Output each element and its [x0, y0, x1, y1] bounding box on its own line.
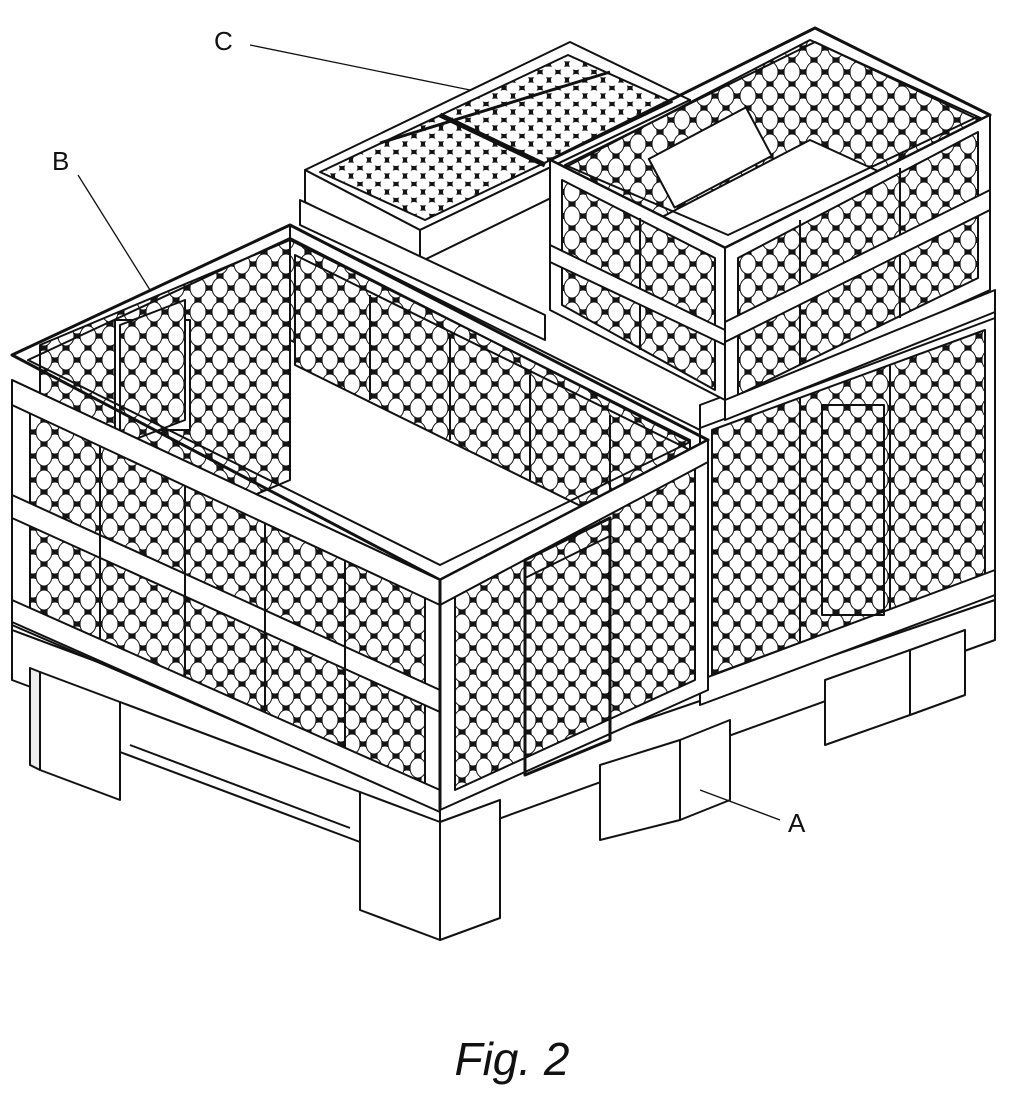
figure-caption: Fig. 2 [454, 1033, 570, 1085]
leader-lines [77, 44, 781, 821]
right-upper-crate [548, 26, 996, 421]
pallet [11, 569, 996, 941]
label-c: C [214, 26, 233, 56]
label-a: A [788, 808, 806, 838]
label-b: B [52, 146, 70, 176]
patent-drawing [10, 26, 996, 941]
crate-b [10, 223, 710, 813]
